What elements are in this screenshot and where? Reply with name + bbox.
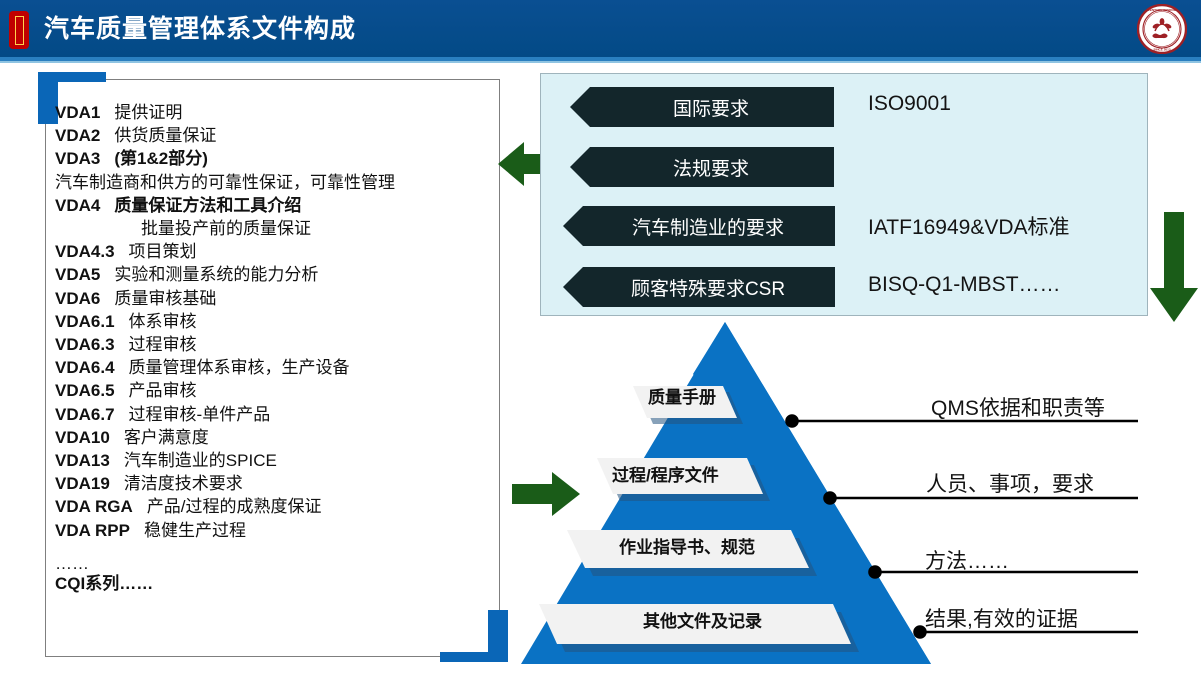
vda-description: 供货质量保证 bbox=[114, 126, 217, 146]
requirement-chevron-label-3: 顾客特殊要求CSR bbox=[630, 278, 786, 300]
vda-row: VDA6.7 过程审核-单件产品 bbox=[55, 403, 495, 426]
vda-description: 质量保证方法和工具介绍 bbox=[114, 195, 302, 215]
vda-row: VDA6.4 质量管理体系审核，生产设备 bbox=[55, 356, 495, 379]
requirement-chevron-3[interactable]: 顾客特殊要求CSR bbox=[563, 267, 835, 307]
page-header bbox=[0, 0, 1201, 57]
college-seal-logo: CENTURY WISDOM SINCE 2013 bbox=[1136, 3, 1188, 55]
header-underline bbox=[0, 57, 1201, 61]
pyramid-level-label-1: 过程/程序文件 bbox=[612, 466, 719, 485]
svg-text:SINCE 2013: SINCE 2013 bbox=[1153, 47, 1170, 51]
requirement-chevron-label-1: 法规要求 bbox=[672, 158, 749, 180]
arrow-right-icon bbox=[512, 472, 580, 516]
vda-code: VDA6.1 bbox=[55, 311, 115, 331]
panel-corner-top-left-h bbox=[38, 72, 106, 82]
vda-row: VDA2 供货质量保证 bbox=[55, 124, 495, 147]
vda-row: VDA1 提供证明 bbox=[55, 101, 495, 124]
document-hierarchy-pyramid bbox=[521, 322, 931, 664]
pyramid-callout-2: 方法…… bbox=[925, 550, 1009, 573]
vda-description: 汽车制造商和供方的可靠性保证，可靠性管理 bbox=[55, 172, 395, 192]
vda-description: 稳健生产过程 bbox=[143, 520, 246, 540]
vda-description: 产品审核 bbox=[128, 381, 197, 401]
vda-description: 汽车制造业的SPICE bbox=[123, 451, 277, 471]
vda-description: 批量投产前的质量保证 bbox=[141, 219, 311, 239]
vda-standards-panel bbox=[45, 79, 500, 657]
pyramid-level-label-3: 其他文件及记录 bbox=[643, 612, 762, 631]
requirement-chevron-label-0: 国际要求 bbox=[672, 98, 749, 120]
vda-description: 项目策划 bbox=[128, 242, 197, 262]
vda-row: VDA5 实验和测量系统的能力分析 bbox=[55, 263, 495, 286]
vda-code: VDA1 bbox=[55, 103, 101, 122]
arrow-left-icon bbox=[498, 142, 558, 186]
requirement-chevron-label-2: 汽车制造业的要求 bbox=[631, 217, 784, 239]
vda-description: 清洁度技术要求 bbox=[123, 474, 243, 494]
vda-code: VDA RPP bbox=[55, 520, 130, 540]
requirement-value-0: ISO9001 bbox=[868, 92, 951, 115]
vda-code: VDA6.7 bbox=[55, 404, 115, 424]
panel-corner-top-left-v bbox=[38, 72, 58, 124]
pyramid-level-label-2: 作业指导书、规范 bbox=[619, 538, 755, 557]
vda-row: VDA19 清洁度技术要求 bbox=[55, 472, 495, 495]
vda-code: VDA3 bbox=[55, 149, 101, 169]
vda-row: VDA6.5 产品审核 bbox=[55, 379, 495, 402]
panel-corner-bottom-right-h bbox=[440, 652, 508, 662]
vda-code: VDA4 bbox=[55, 195, 101, 215]
pyramid-level-label-0: 质量手册 bbox=[648, 388, 716, 407]
svg-text:CENTURY WISDOM: CENTURY WISDOM bbox=[1148, 8, 1177, 12]
vda-row: VDA3 (第1&2部分) bbox=[55, 147, 495, 170]
arrow-down-icon bbox=[1150, 212, 1198, 322]
vda-code: VDA6.4 bbox=[55, 358, 115, 378]
requirement-value-2: IATF16949&VDA标准 bbox=[868, 216, 1070, 239]
header-accent-bar-inner-icon bbox=[15, 16, 24, 45]
vda-description: (第1&2部分) bbox=[114, 149, 208, 169]
vda-description: 质量管理体系审核，生产设备 bbox=[128, 358, 350, 378]
vda-code: VDA4.3 bbox=[55, 242, 115, 262]
vda-row: VDA6 质量审核基础 bbox=[55, 287, 495, 310]
vda-code: CQI系列…… bbox=[55, 573, 154, 593]
vda-code: VDA6 bbox=[55, 288, 101, 308]
pyramid-callout-3: 结果,有效的证据 bbox=[925, 608, 1078, 631]
vda-code: VDA2 bbox=[55, 126, 101, 146]
vda-row: VDA10 客户满意度 bbox=[55, 426, 495, 449]
requirement-chevron-0[interactable]: 国际要求 bbox=[570, 87, 834, 127]
panel-corner-bottom-right-v bbox=[488, 610, 508, 662]
vda-row: VDA4 质量保证方法和工具介绍 bbox=[55, 194, 495, 217]
vda-description: 质量审核基础 bbox=[114, 288, 217, 308]
vda-description: 客户满意度 bbox=[123, 427, 209, 447]
vda-description: 实验和测量系统的能力分析 bbox=[114, 265, 319, 285]
vda-row: …… bbox=[55, 542, 495, 573]
vda-description: 产品/过程的成熟度保证 bbox=[146, 497, 322, 517]
pyramid-callout-lines bbox=[785, 414, 1138, 639]
vda-row: VDA6.1 体系审核 bbox=[55, 310, 495, 333]
vda-row: VDA RPP 稳健生产过程 bbox=[55, 519, 495, 542]
vda-row: 汽车制造商和供方的可靠性保证，可靠性管理 bbox=[55, 171, 495, 194]
vda-row: 批量投产前的质量保证 bbox=[55, 217, 495, 240]
vda-description: 过程审核-单件产品 bbox=[128, 404, 271, 424]
vda-row: VDA13 汽车制造业的SPICE bbox=[55, 449, 495, 472]
vda-code: VDA19 bbox=[55, 474, 110, 494]
vda-code: VDA13 bbox=[55, 451, 110, 471]
requirement-value-3: BISQ-Q1-MBST…… bbox=[868, 273, 1061, 296]
vda-description: …… bbox=[55, 553, 89, 573]
header-accent-bar-icon bbox=[9, 11, 29, 49]
vda-row: VDA RGA 产品/过程的成熟度保证 bbox=[55, 495, 495, 518]
vda-code: VDA10 bbox=[55, 427, 110, 447]
header-underline-light bbox=[0, 61, 1201, 63]
vda-row: VDA6.3 过程审核 bbox=[55, 333, 495, 356]
vda-row: CQI系列…… bbox=[55, 572, 495, 595]
vda-description: 体系审核 bbox=[128, 311, 197, 331]
vda-description: 过程审核 bbox=[128, 335, 197, 355]
vda-standards-list: VDA1 提供证明 VDA2 供货质量保证 VDA3 (第1&2部分) 汽车制造商和供方的可… bbox=[55, 101, 495, 595]
vda-code: VDA5 bbox=[55, 265, 101, 285]
requirement-chevron-2[interactable]: 汽车制造业的要求 bbox=[563, 206, 835, 246]
page-title: 汽车质量管理体系文件构成 bbox=[44, 15, 357, 43]
vda-row: VDA4.3 项目策划 bbox=[55, 240, 495, 263]
pyramid-callout-0: QMS依据和职责等 bbox=[931, 397, 1105, 420]
vda-code: VDA6.5 bbox=[55, 381, 115, 401]
requirement-chevron-1[interactable]: 法规要求 bbox=[570, 147, 834, 187]
vda-description: 提供证明 bbox=[114, 103, 183, 122]
pyramid-callout-1: 人员、事项，要求 bbox=[926, 473, 1094, 496]
vda-code: VDA6.3 bbox=[55, 335, 115, 355]
vda-code: VDA RGA bbox=[55, 497, 133, 517]
